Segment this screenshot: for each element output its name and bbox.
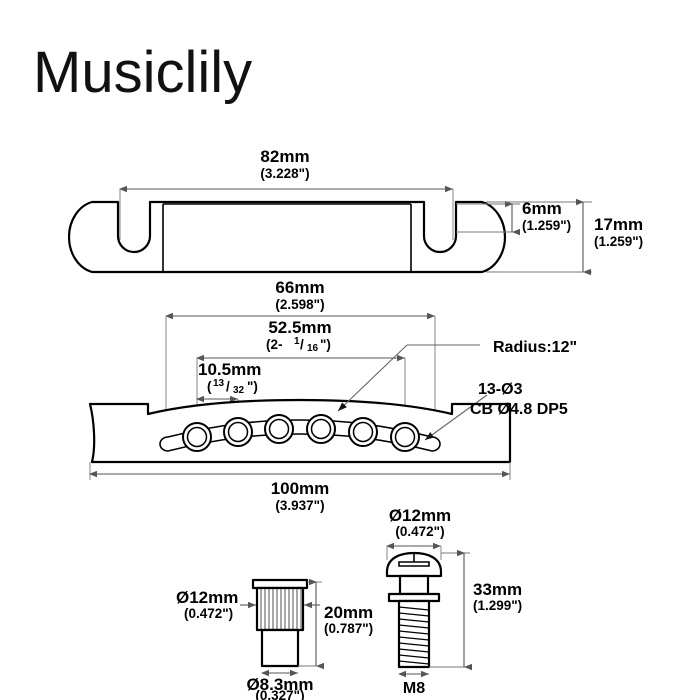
insert-outer-dia-value: Ø12mm	[176, 588, 238, 607]
plan-span-inches-denominator: 16	[307, 343, 319, 354]
plan-base-value: 100mm	[271, 479, 330, 498]
saddle-band-bottom-arc	[167, 433, 433, 452]
slot-depth-inches: (1.259")	[522, 218, 571, 233]
insert-flange	[251, 578, 309, 590]
insert-lower-barrel	[260, 628, 300, 668]
bolt-thread-label: M8	[403, 680, 425, 697]
string-hole-2	[223, 417, 253, 447]
string-hole-6	[390, 422, 420, 452]
plan-span-inches: (2- 1 / 16 ")	[266, 336, 331, 354]
insert-inner-dia-value: Ø8.3mm	[246, 675, 313, 694]
string-hole-5	[348, 417, 378, 447]
radius-leader-diagonal	[337, 344, 408, 412]
plan-pitch-value: 10.5mm	[198, 360, 261, 379]
insert-length-value: 20mm	[324, 603, 373, 622]
bolt-head-slot	[398, 561, 430, 567]
bolt-length-value: 33mm	[473, 580, 522, 599]
brand-logo: Musiclily	[33, 40, 252, 105]
hole-note-leader	[424, 394, 488, 441]
bolt-head-dia-value: Ø12mm	[389, 506, 451, 525]
plan-pitch-inches-denominator: 32	[233, 385, 245, 396]
bolt-shoulder	[398, 574, 430, 596]
plan-pitch-inches-close: ")	[247, 379, 258, 394]
slot-depth-value: 6mm	[522, 199, 562, 218]
bolt-length-inches: (1.299")	[473, 598, 522, 613]
string-hole-4	[306, 414, 336, 444]
plan-overall-inches: (2.598")	[275, 297, 324, 312]
top-view-group: 82mm (3.228") 6mm (1.259") 17mm (1.259")	[67, 147, 643, 276]
bolt-head-dia-inches: (0.472")	[395, 524, 444, 539]
saddle-band-top-arc	[167, 419, 433, 438]
insert-part-group: Ø12mm (0.472") 20mm (0.787") Ø8.3mm (0.3…	[176, 578, 373, 700]
hole-note-line2: CB Ø4.8 DP5	[470, 401, 568, 418]
saddle-band-right-cap	[431, 436, 441, 452]
insert-length-inches: (0.787")	[324, 621, 373, 636]
plan-base-inches: (3.937")	[275, 498, 324, 513]
hole-note-line1: 13-Ø3	[478, 381, 523, 398]
radius-note: Radius:12"	[493, 339, 577, 356]
plan-span-inches-prefix: (2-	[266, 337, 283, 352]
string-hole-group	[182, 414, 420, 452]
saddle-band-left-cap	[159, 436, 169, 452]
plan-span-inches-suffix: ")	[320, 337, 331, 352]
insert-inner-dia-inches: (0.327")	[255, 688, 304, 700]
string-hole-1	[182, 422, 212, 452]
plan-pitch-inches-slash: /	[226, 379, 230, 394]
string-hole-3	[264, 414, 294, 444]
insert-knurled-body	[255, 586, 305, 632]
plan-pitch-inches-open: (	[207, 379, 212, 394]
plan-span-inches-numerator: 1	[294, 336, 300, 347]
insert-outer-dia-inches: (0.472")	[184, 606, 233, 621]
top-width-value: 82mm	[260, 147, 309, 166]
bolt-head	[385, 551, 443, 578]
plan-view-group: 66mm (2.598") 52.5mm (2- 1 / 16 ") 10.5m…	[88, 278, 577, 513]
top-height-value: 17mm	[594, 215, 643, 234]
top-height-inches: (1.259")	[594, 234, 643, 249]
bolt-thread-lines	[398, 606, 430, 665]
plan-pitch-inches-numerator: 13	[213, 378, 225, 389]
plan-overall-value: 66mm	[275, 278, 324, 297]
bolt-part-group: Ø12mm (0.472") 33mm	[385, 506, 522, 697]
plan-span-inches-slash: /	[300, 337, 304, 352]
plan-pitch-inches: ( 13 / 32 ")	[207, 378, 258, 396]
tailpiece-front-outline	[67, 200, 507, 274]
insert-knurl-lines	[260, 589, 302, 629]
top-width-inches: (3.228")	[260, 166, 309, 181]
plan-span-value: 52.5mm	[268, 318, 331, 337]
